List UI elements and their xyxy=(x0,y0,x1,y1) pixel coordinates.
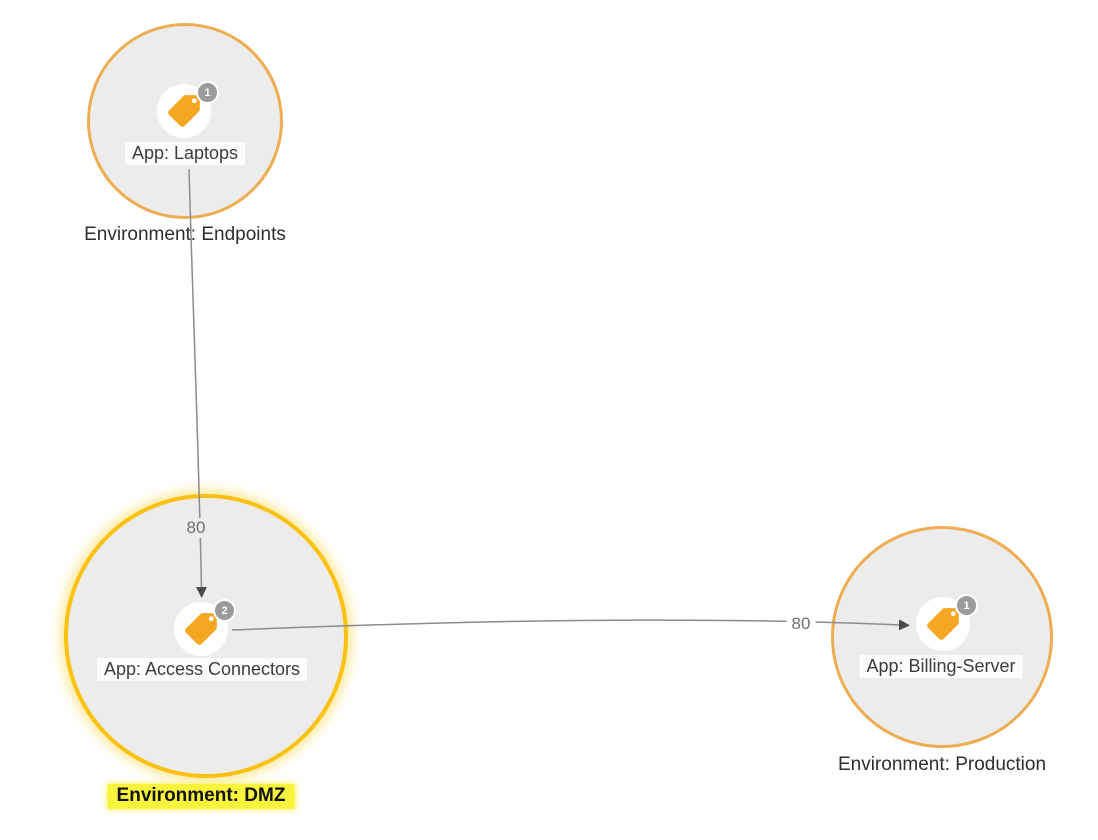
env-label-production[interactable]: Environment: Production xyxy=(837,754,1047,775)
port-label-80-dmz-billing[interactable]: 80 xyxy=(786,614,816,634)
node-icon-laptops[interactable]: 1 xyxy=(157,81,219,138)
label-count-badge: 1 xyxy=(196,81,219,104)
label-count-badge: 1 xyxy=(955,594,978,617)
tag-icon-shape xyxy=(185,613,217,645)
node-icon-access-connectors[interactable]: 2 xyxy=(174,599,236,656)
node-icon-billing-server[interactable]: 1 xyxy=(916,594,978,651)
tag-icon xyxy=(927,608,959,640)
tag-icon xyxy=(168,95,200,127)
app-label-laptops[interactable]: App: Laptops xyxy=(124,142,246,165)
env-label-endpoints[interactable]: Environment: Endpoints xyxy=(84,224,286,245)
env-label-dmz-highlighted[interactable]: Environment: DMZ xyxy=(107,784,295,809)
tag-icon-shape xyxy=(168,95,200,127)
tag-icon-shape xyxy=(927,608,959,640)
label-count-badge: 2 xyxy=(213,599,236,622)
app-label-billing-server[interactable]: App: Billing-Server xyxy=(859,655,1023,678)
tag-icon xyxy=(185,613,217,645)
port-label-80-laptops-dmz[interactable]: 80 xyxy=(181,518,211,538)
app-label-access-connectors[interactable]: App: Access Connectors xyxy=(96,658,308,681)
